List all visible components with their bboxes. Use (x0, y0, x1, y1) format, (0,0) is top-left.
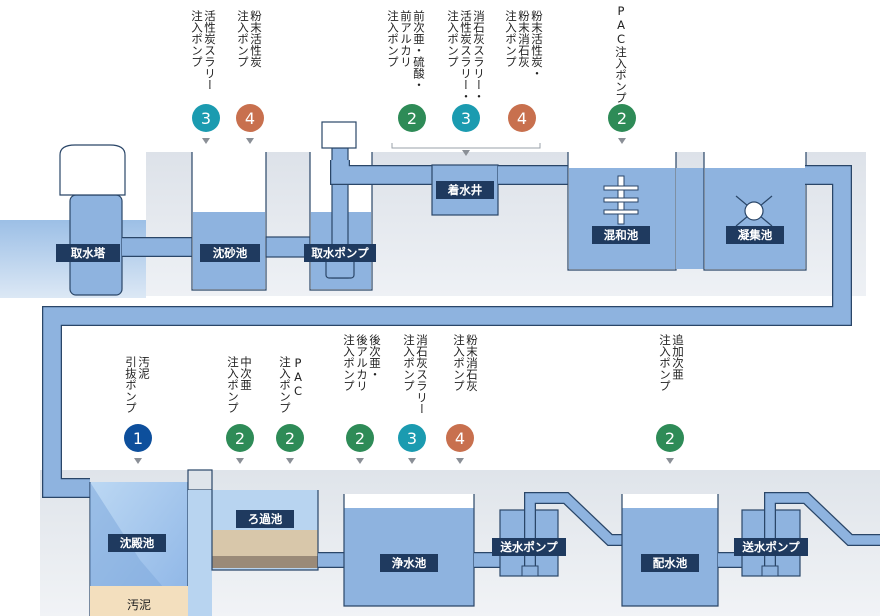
injection-arrow-icon (286, 458, 294, 464)
facility-grit-chamber: 沈砂池 (200, 244, 260, 262)
pump-badge-3: 3 (452, 104, 480, 132)
facility-sedimentation-basin: 沈殿池 (108, 534, 166, 552)
pump-badge-2: 2 (276, 424, 304, 452)
pump-badge-3: 3 (398, 424, 426, 452)
injection-label-pac-bottom: PAC 注入ポンプ (278, 356, 305, 414)
injection-arrow-icon (356, 458, 364, 464)
injection-label-mid-chlorine: 中次亜 注入ポンプ (226, 356, 253, 414)
pump-badge-2: 2 (608, 104, 636, 132)
intake-tower-head (59, 144, 126, 196)
injection-arrow-icon (134, 458, 142, 464)
pump-badge-1: 1 (124, 424, 152, 452)
injection-arrow-icon (246, 138, 254, 144)
pump-badge-2: 2 (398, 104, 426, 132)
injection-label-carbon-slurry-top: 活性炭スラリー 注入ポンプ (190, 10, 217, 91)
facility-filter-basin: ろ過池 (236, 510, 294, 528)
pump-badge-2: 2 (346, 424, 374, 452)
injection-label-lime-slurry: 消石灰スラリー 注入ポンプ (402, 334, 429, 415)
intake-pump-motor (321, 121, 357, 149)
facility-intake-tower: 取水塔 (56, 244, 120, 262)
facility-distribution-basin: 配水池 (641, 554, 699, 572)
injection-arrow-icon (456, 458, 464, 464)
sludge-label: 汚泥 (127, 598, 152, 612)
injection-arrow-icon (618, 138, 626, 144)
injection-arrow-icon (462, 150, 470, 156)
facility-clear-water-basin: 浄水池 (380, 554, 438, 572)
facility-transmission-pump-1: 送水ポンプ (492, 538, 566, 556)
pump-badge-4: 4 (446, 424, 474, 452)
injection-label-pac-powder-top: 粉末活性炭 注入ポンプ (236, 10, 263, 68)
facility-intake-pump: 取水ポンプ (304, 244, 376, 262)
injection-arrow-icon (202, 138, 210, 144)
pump-badge-4: 4 (236, 104, 264, 132)
facility-flocculation-basin: 凝集池 (726, 226, 784, 244)
facility-receiving-well: 着水井 (436, 181, 494, 199)
injection-label-lime-carbon-slurry: 消石灰スラリー・ 活性炭スラリー・ 注入ポンプ (446, 10, 486, 102)
injection-label-post-chlorine: 後次亜・ 後アルカリ 注入ポンプ (342, 334, 382, 392)
injection-arrow-icon (236, 458, 244, 464)
facility-mixing-basin: 混和池 (592, 226, 650, 244)
pump-badge-3: 3 (192, 104, 220, 132)
pump-badge-2: 2 (226, 424, 254, 452)
injection-arrow-icon (408, 458, 416, 464)
injection-label-powder-lime: 粉末消石灰 注入ポンプ (452, 334, 479, 392)
injection-arrow-icon (666, 458, 674, 464)
pump-badge-2: 2 (656, 424, 684, 452)
injection-label-pre-chlorine: 前次亜・硫酸・ 前アルカリ 注入ポンプ (386, 10, 426, 91)
injection-label-powder-carbon-lime: 粉末活性炭・ 粉末消石灰 注入ポンプ (504, 10, 544, 79)
facility-transmission-pump-2: 送水ポンプ (734, 538, 808, 556)
pump-badge-4: 4 (508, 104, 536, 132)
injection-label-extra-chlorine: 追加次亜 注入ポンプ (658, 334, 685, 392)
injection-label-sludge-pump: 汚泥 引抜ポンプ (124, 356, 151, 414)
injection-label-pac-top: PAC注入ポンプ (614, 4, 628, 104)
